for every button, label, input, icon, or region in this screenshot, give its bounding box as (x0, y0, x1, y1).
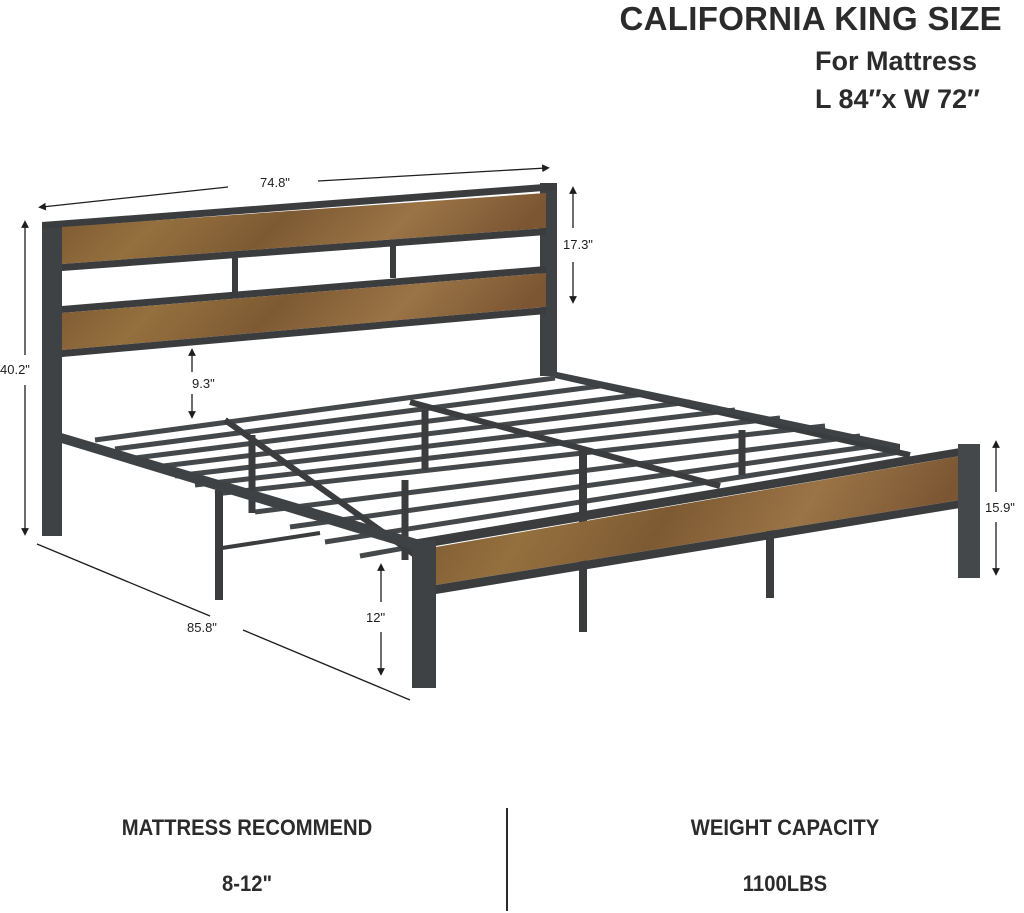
headboard-bottom-panel (62, 273, 546, 350)
clearance-dimension: 12" (366, 610, 386, 625)
length-dimension: 85.8" (187, 620, 217, 635)
dimension-lines (21, 164, 1000, 701)
headboard-top-panel (62, 193, 546, 264)
footboard (412, 444, 980, 688)
spec-divider (506, 808, 508, 911)
side-rail (58, 432, 420, 552)
footboard-height-dimension: 15.9" (985, 500, 1015, 515)
headboard-height-dimension: 17.3" (563, 237, 593, 252)
spec-mattress-recommend: MATTRESS RECOMMEND 8-12" (47, 815, 447, 897)
mattress-label: For Mattress (815, 46, 978, 76)
spec-label: MATTRESS RECOMMEND (121, 815, 373, 840)
page-title: CALIFORNIA KING SIZE (619, 0, 1002, 37)
footboard-panel (436, 456, 960, 585)
spec-value: 1100LBS (742, 871, 828, 896)
spec-value: 8-12" (221, 871, 273, 896)
total-height-dimension: 40.2" (0, 362, 30, 377)
mattress-size: L 84″x W 72″ (815, 84, 980, 114)
spec-weight-capacity: WEIGHT CAPACITY 1100LBS (585, 815, 985, 897)
headboard (42, 183, 557, 536)
headboard-gap-dimension: 9.3" (192, 376, 215, 391)
spec-label: WEIGHT CAPACITY (690, 815, 880, 840)
width-dimension: 74.8" (260, 175, 290, 190)
